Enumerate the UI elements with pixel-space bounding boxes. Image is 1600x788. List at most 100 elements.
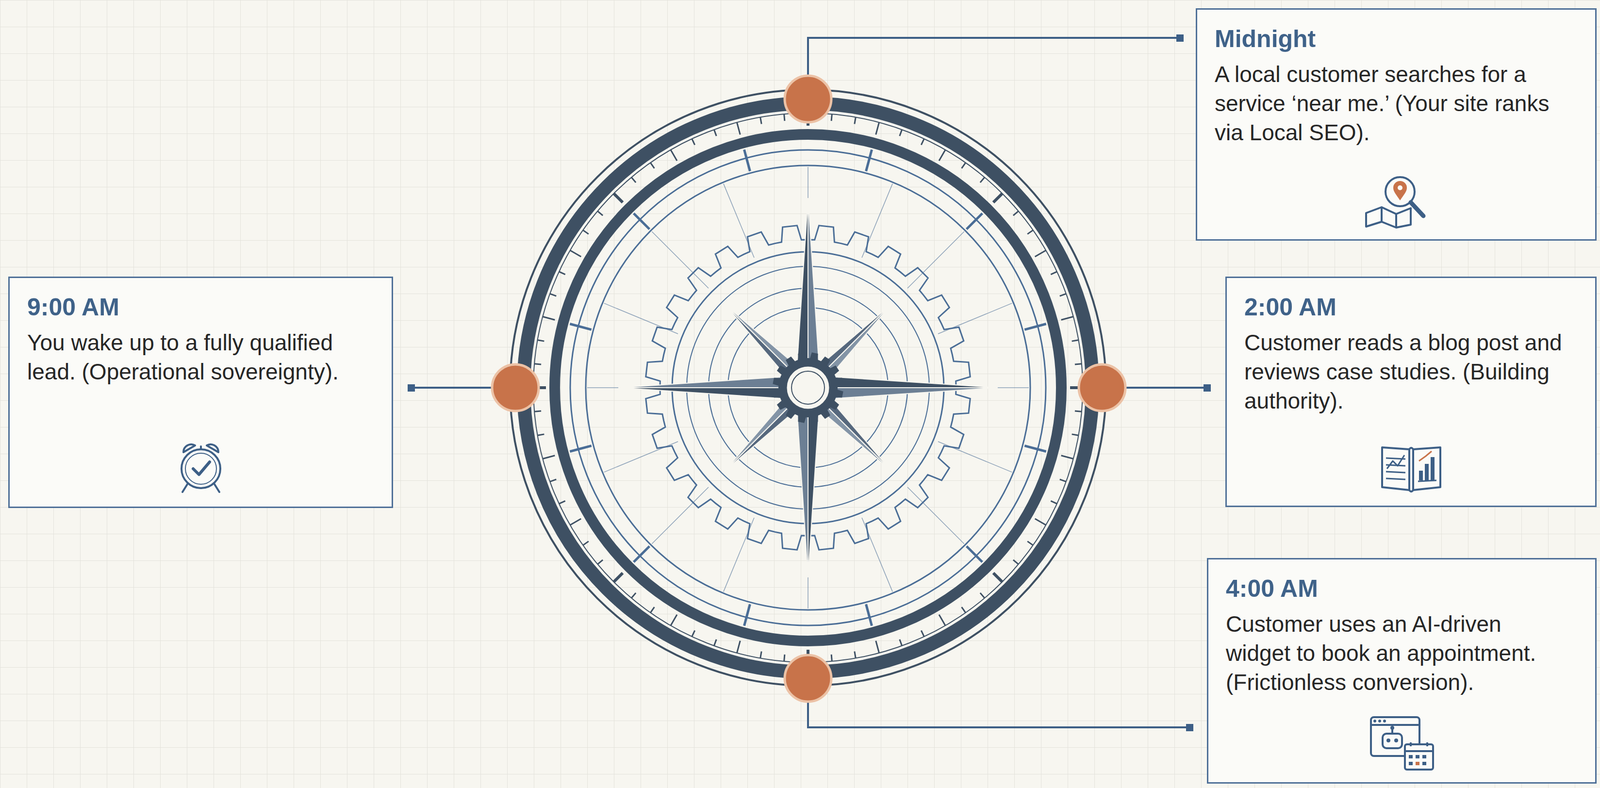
compass-ring bbox=[523, 103, 1093, 673]
tick-mark bbox=[966, 546, 983, 563]
tick-mark bbox=[559, 500, 566, 504]
timeline-dot bbox=[784, 75, 832, 123]
tick-mark bbox=[534, 411, 542, 412]
compass-ring bbox=[585, 165, 1031, 611]
tick-mark bbox=[1061, 316, 1074, 321]
timeline-box: 9:00 AMYou wake up to a fully qualified … bbox=[8, 276, 394, 509]
tick-mark bbox=[875, 122, 880, 135]
tick-mark bbox=[1050, 271, 1057, 275]
time-heading: 2:00 AM bbox=[1244, 292, 1572, 322]
book-chart-icon bbox=[1409, 447, 1414, 492]
tick-mark bbox=[1074, 411, 1082, 412]
tick-mark bbox=[537, 340, 545, 342]
timeline-box: 2:00 AM Customer reads a blog post and re… bbox=[1225, 276, 1597, 508]
booking-widget-icon bbox=[1410, 742, 1428, 747]
tick-mark bbox=[966, 213, 983, 230]
tick-mark bbox=[633, 546, 650, 563]
booking-widget-icon bbox=[1390, 725, 1395, 730]
guide-line bbox=[651, 231, 709, 289]
tick-mark bbox=[569, 445, 592, 452]
book-chart-icon bbox=[1418, 457, 1435, 481]
guide-line bbox=[651, 487, 709, 545]
alarm-clock-icon bbox=[199, 446, 202, 450]
timeline-dot bbox=[784, 655, 832, 702]
alarm-clock-icon bbox=[182, 484, 220, 493]
tick-mark bbox=[784, 654, 785, 662]
compass-ring bbox=[533, 113, 1083, 663]
tick-mark bbox=[737, 641, 741, 654]
alarm-clock-icon bbox=[193, 461, 210, 475]
compass-ring bbox=[554, 134, 1062, 642]
hub-circle bbox=[785, 365, 831, 411]
tick-mark bbox=[633, 213, 650, 230]
step-description: Customer reads a blog post and reviews c… bbox=[1244, 328, 1572, 416]
step-description: A local customer searches for a service … bbox=[1214, 60, 1572, 148]
booking-widget-icon bbox=[1415, 761, 1420, 766]
booking-widget-icon bbox=[1370, 717, 1434, 770]
tick-mark bbox=[549, 479, 557, 482]
tick-mark bbox=[1035, 250, 1047, 257]
leader-line bbox=[808, 37, 1179, 75]
time-heading: 9:00 AM bbox=[27, 292, 369, 322]
tick-mark bbox=[1027, 230, 1033, 234]
booking-widget-icon bbox=[1378, 719, 1382, 723]
guide-line bbox=[907, 231, 965, 289]
booking-widget-icon bbox=[1404, 750, 1434, 753]
tick-mark bbox=[875, 641, 880, 654]
tick-mark bbox=[1027, 541, 1033, 546]
booking-widget-icon bbox=[1382, 733, 1403, 749]
booking-widget-icon bbox=[1422, 755, 1427, 759]
leader-line bbox=[808, 702, 1188, 728]
tick-mark bbox=[1050, 500, 1057, 504]
leader-line bbox=[412, 386, 492, 389]
booking-widget-icon bbox=[1408, 761, 1413, 766]
alarm-clock-icon bbox=[182, 444, 195, 453]
tick-mark bbox=[670, 149, 677, 162]
compass-star bbox=[618, 198, 998, 578]
map-search-icon bbox=[1366, 177, 1424, 228]
timeline-dot bbox=[1078, 364, 1126, 412]
tick-mark bbox=[921, 138, 924, 146]
book-chart-icon bbox=[1386, 455, 1405, 469]
map-search-icon bbox=[1397, 185, 1403, 191]
tick-mark bbox=[713, 129, 717, 136]
book-chart-icon bbox=[1413, 447, 1441, 491]
alarm-clock-icon bbox=[206, 444, 219, 453]
tick-mark bbox=[961, 607, 966, 613]
tick-mark bbox=[1013, 211, 1019, 216]
step-description: Customer uses an AI-driven widget to boo… bbox=[1225, 610, 1572, 697]
map-search-icon bbox=[1410, 202, 1424, 216]
tick-mark bbox=[613, 193, 623, 203]
timeline-dot bbox=[492, 364, 539, 412]
tick-mark bbox=[737, 122, 741, 135]
tick-mark bbox=[744, 604, 751, 626]
tick-mark bbox=[939, 149, 946, 162]
booking-widget-icon bbox=[1386, 738, 1391, 743]
tick-mark bbox=[537, 434, 545, 436]
tick-mark bbox=[569, 324, 592, 330]
hub-gear bbox=[773, 352, 843, 423]
booking-widget-icon bbox=[1368, 713, 1436, 772]
tick-mark bbox=[1059, 479, 1067, 482]
book-chart-icon bbox=[1418, 451, 1432, 462]
tick-mark bbox=[760, 117, 762, 125]
compass-hub bbox=[773, 352, 843, 423]
book-chart-icon bbox=[1385, 458, 1406, 480]
tick-mark bbox=[582, 541, 589, 546]
leader-end-square bbox=[407, 384, 415, 392]
tick-mark bbox=[993, 573, 1003, 582]
tick-mark bbox=[542, 316, 555, 321]
booking-widget-icon bbox=[1373, 719, 1377, 723]
guide-line bbox=[907, 487, 965, 545]
book-chart-icon bbox=[1418, 470, 1423, 481]
tick-mark bbox=[980, 593, 985, 599]
book-chart-icon bbox=[1382, 447, 1441, 492]
tick-mark bbox=[1061, 455, 1074, 460]
tick-mark bbox=[692, 138, 695, 146]
compass-ring bbox=[510, 89, 1106, 686]
timeline-dot bbox=[492, 75, 1126, 702]
tick-mark bbox=[899, 129, 903, 136]
compass-ring bbox=[570, 149, 1046, 626]
